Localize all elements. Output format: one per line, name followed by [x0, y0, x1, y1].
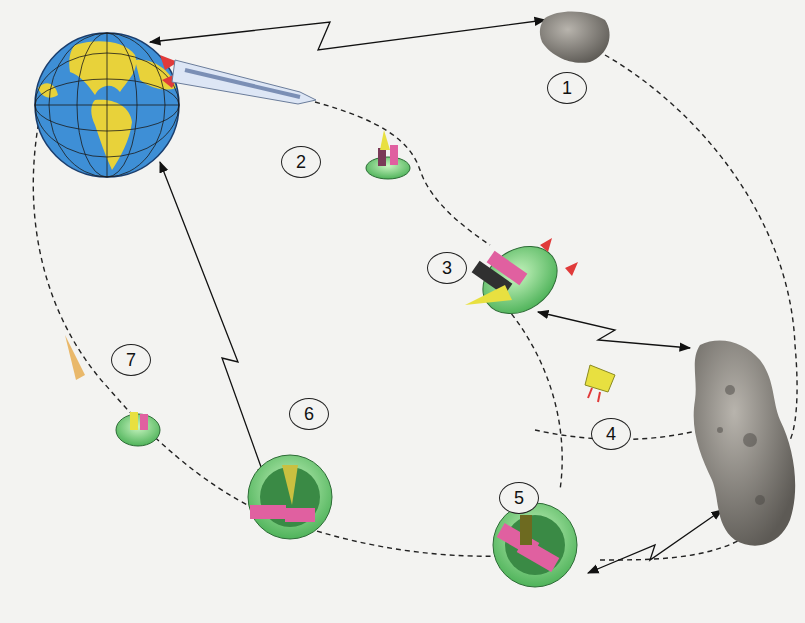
asteroid: [540, 11, 610, 62]
spacecraft: [493, 503, 577, 587]
callout-number: 4: [591, 418, 631, 450]
launch-rocket: [160, 55, 316, 104]
callout-number: 6: [289, 398, 329, 430]
spacecraft: [465, 232, 578, 327]
spacecraft: [65, 335, 160, 446]
earth: [35, 33, 179, 177]
landing-probe: [585, 365, 615, 402]
callout-number: 2: [281, 146, 321, 178]
radio-link: [150, 20, 722, 573]
callout-number: 7: [111, 344, 151, 376]
spacecraft: [248, 455, 332, 539]
callout-number: 5: [499, 482, 539, 514]
callout-number: 1: [547, 72, 587, 104]
return-capsule: [65, 335, 85, 380]
spacecraft: [366, 130, 410, 179]
asteroid: [694, 340, 796, 545]
callout-number: 3: [427, 252, 467, 284]
